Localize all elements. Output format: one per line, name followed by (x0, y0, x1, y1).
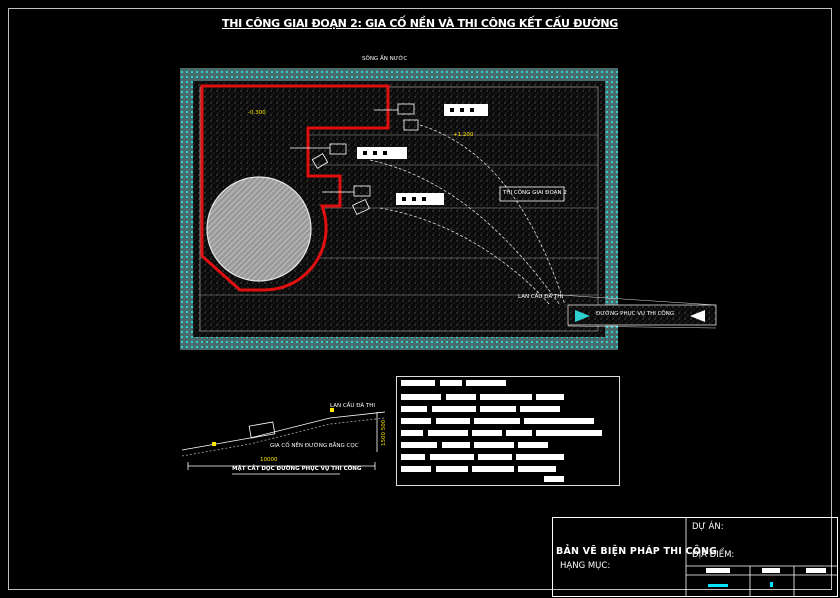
drawing-title: THI CÔNG GIAI ĐOẠN 2: GIA CỐ NỀN VÀ THI … (222, 17, 618, 30)
level-label-1: -0.300 (248, 110, 266, 116)
equipment-labels (357, 104, 488, 205)
legend-panel (396, 376, 620, 486)
section-caption: MẶT CẮT DỌC ĐƯỜNG PHỤC VỤ THI CÔNG (232, 466, 362, 472)
top-label: SÔNG ẤN NƯỚC (362, 56, 408, 62)
road-label: ĐƯỜNG PHỤC VỤ THI CÔNG (596, 311, 675, 317)
section-dimension: 10000 (260, 457, 278, 463)
section-markers (212, 408, 334, 446)
drawing-frame (8, 8, 832, 590)
legend-bars (401, 380, 602, 482)
section-note-2: GIA CỐ NỀN ĐƯỜNG BẰNG CỌC (270, 443, 359, 449)
section-note-1: LAN CẦU ĐÃ THI (330, 403, 375, 409)
title-block-accents (708, 582, 773, 587)
title-block-lines (685, 517, 838, 597)
phase-box (499, 186, 565, 202)
level-label-2: +1.200 (453, 132, 474, 138)
project-label: DỰ ÁN: (692, 522, 724, 532)
phase-box-label: THI CÔNG GIAI ĐOẠN 2 (503, 190, 567, 196)
category-label: HẠNG MỤC: (560, 561, 611, 571)
equipment-icons (290, 103, 419, 216)
drawing-type-title: BẢN VẼ BIỆN PHÁP THI CÔNG (556, 546, 718, 557)
ramp-label: LAN CẦU ĐÃ THI (518, 294, 563, 300)
title-block (552, 517, 838, 597)
circular-tank (206, 176, 312, 282)
location-label: ĐỊA ĐIỂM: (692, 550, 735, 560)
access-road (567, 304, 717, 326)
movement-paths (369, 124, 566, 306)
section-height: 1500 500 (381, 419, 387, 446)
